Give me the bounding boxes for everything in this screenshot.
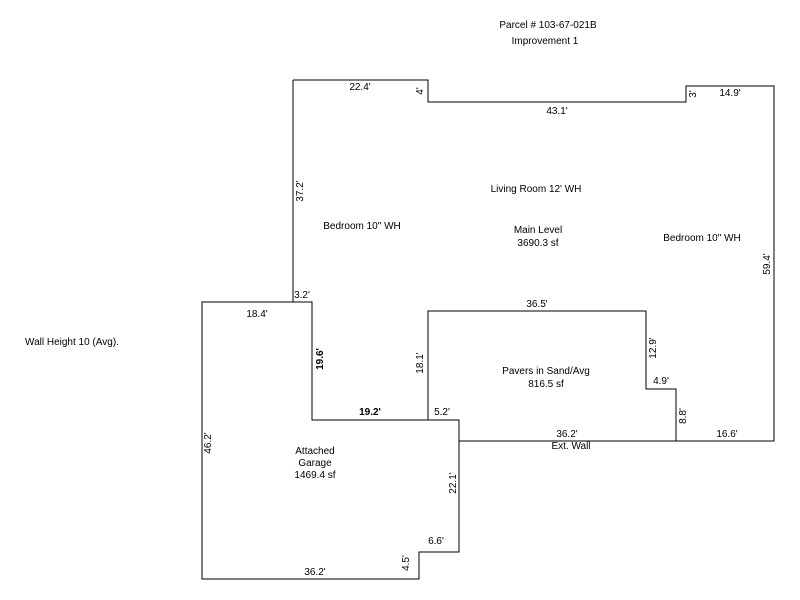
bedroom-right-label: Bedroom 10" WH [663,233,740,244]
dim-pavers-top: 36.5' [526,299,547,310]
dim-pavers-step: 4.9' [653,376,669,387]
dim-main-inner-left: 19.6' [315,348,326,370]
main-level-area: 3690.3 sf [517,238,558,249]
dim-garage-left: 46.2' [203,432,214,453]
dim-pavers-right: 12.9' [648,337,659,358]
bedroom-left-label: Bedroom 10" WH [323,221,400,232]
dim-garage-top: 18.4' [246,309,267,320]
pavers-area: 816.5 sf [528,379,564,390]
garage-name-line2: Garage [298,458,332,469]
dim-main-bottom-right: 16.6' [716,429,737,440]
dim-main-top-mid: 43.1' [546,106,567,117]
dim-pavers-left: 18.1' [415,352,426,373]
dim-main-left: 37.2' [295,180,306,201]
garage-outline [201,301,460,580]
wall-height-note: Wall Height 10 (Avg). [25,337,119,348]
dim-garage-step: 6.6' [428,536,444,547]
dim-garage-right: 22.1' [448,472,459,493]
garage-area: 1469.4 sf [294,470,335,481]
dim-garage-notch: 4.5' [401,555,412,571]
living-room-label: Living Room 12' WH [491,184,582,195]
parcel-number: Parcel # 103-67-021B [499,20,597,31]
dim-main-inner-step: 5.2' [434,407,450,418]
dim-pavers-step-v: 8.8' [678,408,689,424]
improvement-label: Improvement 1 [512,36,579,47]
dim-main-step: 3.2' [294,290,310,301]
ext-wall-label: Ext. Wall [551,441,590,452]
dim-main-notch-right: 3' [688,90,699,98]
dim-garage-bottom: 36.2' [304,567,325,578]
main-level-name: Main Level [514,225,562,236]
pavers-name: Pavers in Sand/Avg [502,366,590,377]
dim-main-top-left: 22.4' [349,82,370,93]
dim-pavers-bottom: 36.2' [556,429,577,440]
dim-main-notch: 4' [415,87,426,95]
dim-main-inner-bottom: 19.2' [359,407,381,418]
dim-main-top-right: 14.9' [719,88,740,99]
garage-name-line1: Attached [295,446,334,457]
dim-main-right: 59.4' [762,253,773,274]
pavers-outline [427,310,677,441]
